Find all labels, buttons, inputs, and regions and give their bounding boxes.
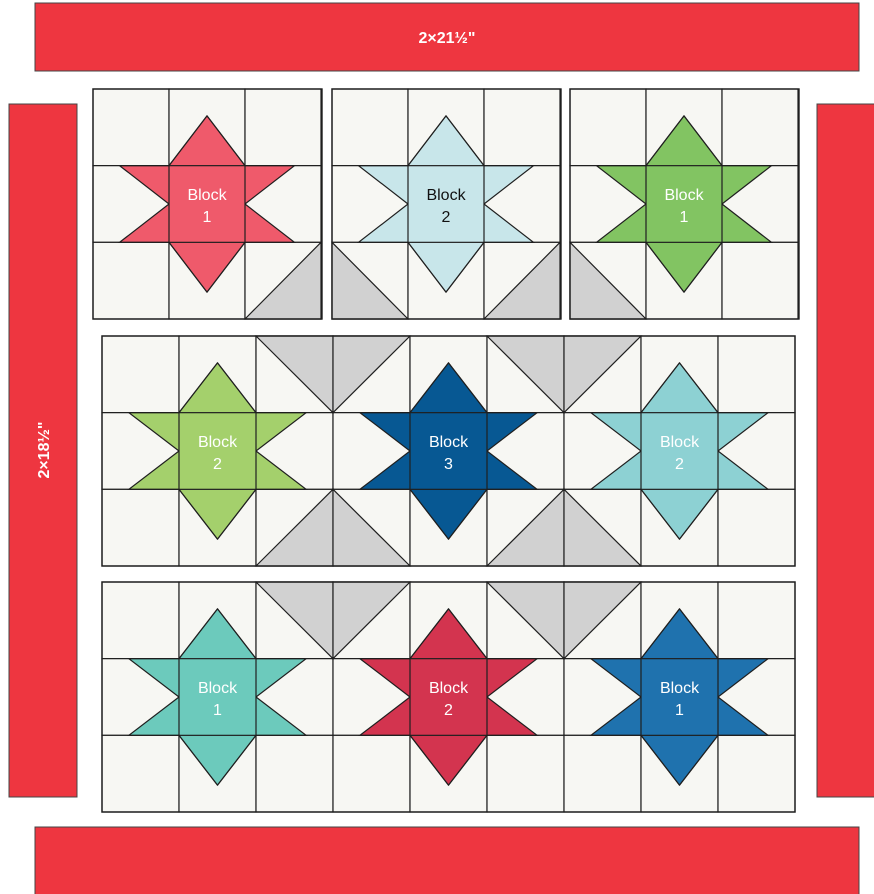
block-label-number: 1 (213, 702, 222, 719)
star-center-square (646, 166, 722, 243)
cell (722, 242, 798, 319)
star-center-square (641, 659, 718, 736)
quilt-center: Block1Block2Block1Block2Block3Block2Bloc… (93, 89, 799, 812)
cell (718, 489, 795, 566)
star-center-square (169, 166, 245, 243)
cell (332, 89, 408, 166)
cell (718, 735, 795, 812)
bottom-border (35, 827, 859, 894)
block-label-number: 1 (680, 209, 689, 226)
cell (245, 89, 321, 166)
right-border (817, 104, 874, 797)
block-label-word: Block (660, 434, 700, 451)
block-label-word: Block (198, 434, 238, 451)
block-label-word: Block (187, 187, 227, 204)
cell (487, 735, 564, 812)
star-center-square (179, 413, 256, 490)
block-label-word: Block (660, 680, 700, 697)
cell (256, 735, 333, 812)
block-label-number: 1 (675, 702, 684, 719)
cell (570, 89, 646, 166)
cell (722, 89, 798, 166)
cell (333, 735, 410, 812)
cell (718, 336, 795, 413)
cell (102, 582, 179, 659)
block-label-number: 2 (675, 456, 684, 473)
block-label-number: 1 (203, 209, 212, 226)
block-label-number: 3 (444, 456, 453, 473)
block-label-word: Block (426, 187, 466, 204)
cell (102, 735, 179, 812)
star-center-square (179, 659, 256, 736)
cell (93, 89, 169, 166)
block-label-number: 2 (442, 209, 451, 226)
block-label-number: 2 (444, 702, 453, 719)
star-center-square (641, 413, 718, 490)
star-center-square (410, 413, 487, 490)
cell (102, 336, 179, 413)
cell (484, 89, 560, 166)
cell (93, 242, 169, 319)
left-border-label: 2×18½" (36, 422, 53, 479)
cell (718, 582, 795, 659)
block-label-number: 2 (213, 456, 222, 473)
cell (102, 489, 179, 566)
block-label-word: Block (198, 680, 238, 697)
block-label-word: Block (429, 680, 469, 697)
block-label-word: Block (429, 434, 469, 451)
star-center-square (410, 659, 487, 736)
block-label-word: Block (664, 187, 704, 204)
top-border-label: 2×21½" (419, 30, 476, 47)
cell (564, 735, 641, 812)
star-center-square (408, 166, 484, 243)
